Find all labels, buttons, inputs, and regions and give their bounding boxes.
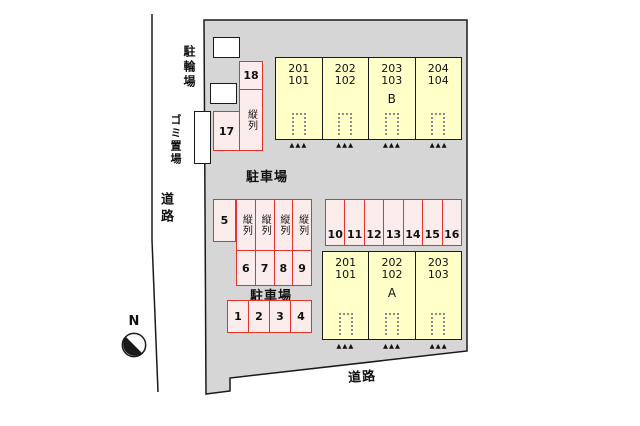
unit-number-upper: 202 [334,62,356,75]
building-b: 201 101 202 102 203 103 B 204 104 [275,57,462,140]
parking-space: 2 [248,301,269,332]
road-label-left: 道路 [158,192,173,226]
tandem-label: 縦列 [296,214,308,236]
bike-rack-icon [213,37,240,58]
bike-rack-icon [210,83,237,104]
parking-space-17: 17 [213,111,240,151]
entrance-triangles: ▲▲▲ [383,342,401,350]
entrance-marks-row: ▲▲▲ ▲▲▲ ▲▲▲ [322,341,462,351]
unit-number-lower: 103 [427,268,449,281]
parking-space: 14 [402,200,422,245]
tandem-column: 縦列 6 [237,200,255,285]
compass-icon [121,332,147,358]
north-label: N [128,314,140,329]
unit-number-upper: 202 [381,256,403,269]
building-unit: 201 101 [276,58,322,139]
parking-space: 4 [290,301,311,332]
stairs-icon [338,313,353,335]
unit-number-lower: 101 [335,268,357,281]
entrance-triangles: ▲▲▲ [382,141,401,149]
space-number: 18 [243,69,259,82]
parking-space: 10 [327,228,343,241]
tandem-label: 縦列 [259,214,271,236]
parking-space: 13 [383,200,402,245]
parking-row-bottom: 1 2 3 4 [227,300,312,333]
stairs-icon [291,113,306,135]
parking-space: 3 [269,301,290,332]
space-number: 9 [293,250,311,285]
parking-space: 12 [363,200,383,245]
space-number: 7 [255,250,274,285]
building-a: 201 101 202 102 A 203 103 [322,251,462,340]
building-letter: B [387,92,396,106]
entrance-triangles: ▲▲▲ [429,141,448,149]
parking-space-5: 5 [213,199,236,242]
entrance-triangles: ▲▲▲ [336,342,355,350]
building-unit: 202 102 [321,58,369,139]
unit-number-upper: 201 [335,256,357,269]
road-line-left [151,14,159,393]
entrance-triangles: ▲▲▲ [336,141,355,149]
parking-lot-label-upper: 駐車場 [246,170,289,185]
parking-space: 16 [441,200,461,245]
building-unit: 204 104 [414,58,462,139]
building-letter: A [387,286,397,300]
parking-space: 11 [344,200,363,245]
stairs-icon [431,313,446,335]
bicycle-parking-label: 駐輪場 [182,45,196,90]
stairs-icon [384,113,399,135]
tandem-column: 縦列 9 [292,200,311,285]
space-number: 6 [237,250,255,285]
building-unit: 203 103 B [368,58,415,139]
tandem-label: 縦列 [240,214,252,236]
tandem-column: 縦列 7 [254,200,274,285]
parking-space: 1 [234,310,242,323]
stairs-icon [431,113,446,135]
unit-number-upper: 204 [427,62,449,75]
entrance-triangles: ▲▲▲ [289,141,308,149]
unit-number-lower: 102 [334,74,356,87]
entrance-marks-row: ▲▲▲ ▲▲▲ ▲▲▲ ▲▲▲ [275,140,462,150]
tandem-column: 縦列 8 [273,200,293,285]
tandem-label: 縦列 [240,89,262,150]
unit-number-lower: 101 [288,74,310,87]
building-unit: 201 101 [323,252,368,339]
unit-number-lower: 104 [427,74,449,87]
unit-number-upper: 203 [427,256,449,269]
garbage-box [194,111,211,164]
road-label-bottom: 道路 [347,369,377,386]
stairs-icon [384,313,399,335]
unit-number-upper: 201 [288,62,310,75]
unit-number-lower: 103 [381,74,403,87]
tandem-label: 縦列 [277,214,289,236]
parking-space-18: 18 縦列 [239,61,263,151]
space-number: 8 [274,250,293,285]
garbage-area-label: ゴミ置場 [169,114,182,166]
parking-row-right: 10 11 12 13 14 15 16 [325,199,462,246]
unit-number-lower: 102 [381,268,403,281]
tandem-parking-group: 縦列 6 縦列 7 縦列 8 縦列 9 [236,199,312,286]
entrance-triangles: ▲▲▲ [429,342,448,350]
building-unit: 203 103 [414,252,461,339]
parking-space: 15 [422,200,441,245]
building-unit: 202 102 A [368,252,414,339]
stairs-icon [338,113,353,135]
unit-number-upper: 203 [381,62,403,75]
